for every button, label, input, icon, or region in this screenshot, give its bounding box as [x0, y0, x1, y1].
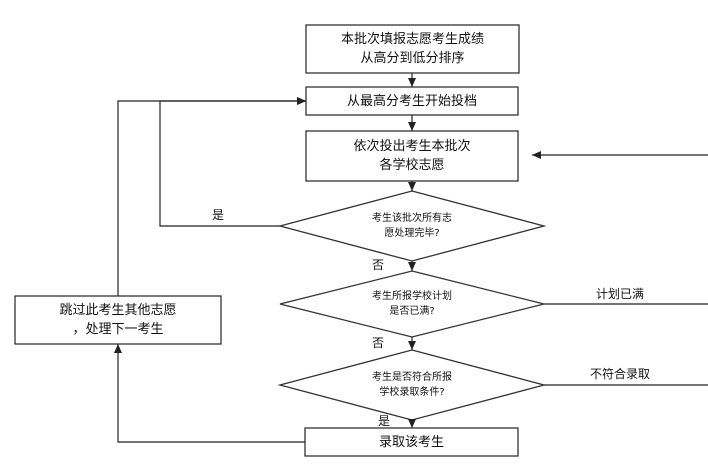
decision-all-done-label: 考生该批次所有志 愿处理完毕?: [322, 211, 502, 241]
decision-meets-line1: 考生是否符合所报: [372, 372, 452, 383]
high-score-box: [305, 86, 519, 116]
high-score-label: 从最高分考生开始投档: [346, 94, 477, 109]
start-label-line1: 本批次填报志愿考生成绩: [340, 32, 484, 47]
submit-school-label: 依次投出考生本批次 各学校志愿: [306, 137, 518, 175]
decision-plan-full-line1: 考生所报学校计划: [372, 291, 452, 302]
arrow-skip-to-high: [117, 97, 306, 296]
decision-plan-full-label: 考生所报学校计划 是否已满?: [322, 289, 502, 319]
admit-label: 录取该考生: [378, 435, 444, 450]
edge-label-yes-loop: 是: [211, 208, 224, 222]
arrow-admit-to-skip: [114, 344, 305, 443]
decision-meets-label: 考生是否符合所报 学校录取条件?: [322, 370, 502, 400]
decision-plan-full-line2: 是否已满?: [389, 306, 435, 317]
start-box: [305, 24, 520, 74]
skip-label-line2: ，处理下一考生: [72, 322, 164, 337]
edge-label-plan-full: 计划已满: [596, 287, 645, 301]
edge-label-yes-admit: 是: [377, 414, 390, 428]
edge-label-not-meet: 不符合录取: [590, 367, 651, 381]
submit-school-line2: 各学校志愿: [379, 158, 445, 173]
arrow-yes-loop: [159, 97, 306, 227]
admit-box: [304, 427, 519, 457]
start-label: 本批次填报志愿考生成绩 从高分到低分排序: [306, 30, 519, 68]
skip-label: 跳过此考生其他志愿 ，处理下一考生: [15, 301, 221, 339]
submit-school-line1: 依次投出考生本批次: [353, 139, 471, 154]
decision-all-done-line2: 愿处理完毕?: [384, 228, 440, 239]
decision-all-done-line1: 考生该批次所有志: [372, 213, 452, 224]
decision-meets-line2: 学校录取条件?: [379, 387, 445, 398]
skip-label-line1: 跳过此考生其他志愿: [59, 303, 177, 318]
edge-label-no-1: 否: [371, 258, 384, 272]
start-label-line2: 从高分到低分排序: [360, 51, 465, 66]
edge-label-no-2: 否: [371, 336, 384, 350]
